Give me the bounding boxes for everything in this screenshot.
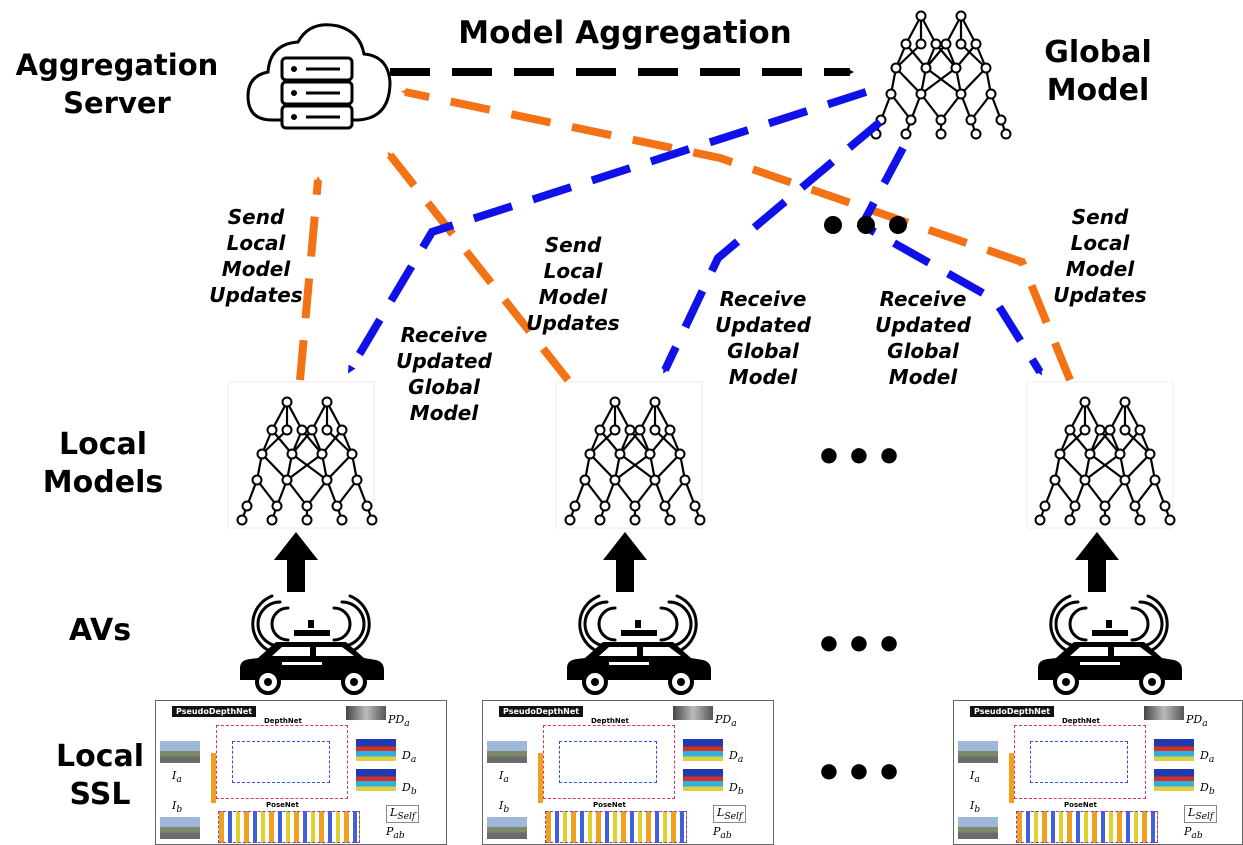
send-arrow-2 (386, 151, 572, 383)
send-arrow-1 (296, 176, 322, 381)
global-model-label: Global Model (1044, 35, 1152, 108)
model-aggregation-label: Model Aggregation (458, 15, 792, 51)
cloud-server-icon (246, 23, 392, 130)
ssl-ellipsis: ••• (814, 748, 906, 799)
aggregation-server-label: Aggregation Server (15, 48, 219, 120)
receive-arrow-2 (661, 118, 883, 374)
autonomous-car-icon-1 (238, 594, 386, 695)
receive-arrow-3 (856, 146, 1044, 376)
upload-arrow-2 (603, 532, 647, 592)
pseudodepthnet-tag: PseudoDepthNet (172, 706, 257, 717)
autonomous-car-icon-2 (565, 594, 713, 695)
depthnet-title: DepthNet (264, 717, 302, 725)
ssl-architecture-card-3: PseudoDepthNet DepthNet PDa Da Db Ia Ib … (953, 700, 1243, 845)
ssl-architecture-card-1: PseudoDepthNet DepthNet PDa Da Db Ia Ib … (155, 700, 447, 845)
avs-label: AVs (68, 613, 132, 648)
upload-arrow-3 (1075, 532, 1119, 592)
ssl-architecture-card-2: PseudoDepthNet DepthNet PDa Da Db Ia Ib … (482, 700, 774, 845)
avs-ellipsis: ••• (814, 620, 906, 671)
receive-arrow-1 (346, 88, 868, 374)
top-ellipsis (824, 216, 907, 234)
local-ssl-label: Local SSL (55, 739, 145, 812)
models-ellipsis: ••• (814, 432, 906, 483)
autonomous-car-icon-3 (1036, 594, 1184, 695)
global-model-icon (870, 10, 1012, 140)
local-models-label: Local Models (42, 427, 164, 500)
upload-arrow-1 (274, 532, 318, 592)
